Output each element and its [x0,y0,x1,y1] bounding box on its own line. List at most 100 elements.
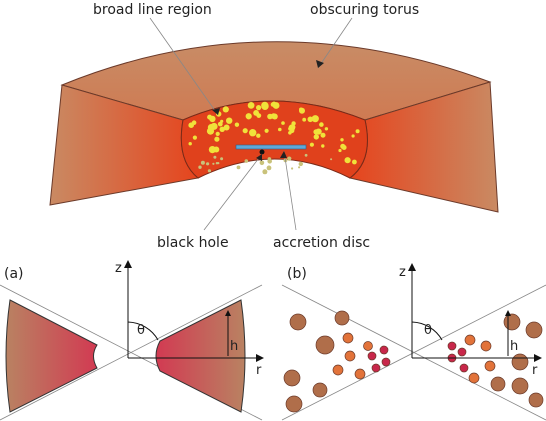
broad-line-cloud [192,135,197,140]
broad-line-cloud [338,148,342,153]
z-arrow-b [408,263,416,271]
broad-line-cloud [352,159,357,165]
clumpy-cloud [315,335,335,355]
broad-line-cloud [217,121,223,127]
leader-disc [283,150,297,231]
outflow-cloud [304,153,308,157]
h-arrowhead-b [505,310,511,316]
outflow-cloud [206,162,210,166]
clumpy-cloud [283,369,301,387]
leader-lines [149,17,353,231]
h-arrowhead-a [225,310,231,316]
clumpy-cloud [447,341,457,351]
label-theta-b: θ [424,323,432,338]
clumpy-cloud [468,372,480,384]
outflow-cloud [267,159,273,164]
panel-b-tag: (b) [287,266,307,282]
panel-a-tag: (a) [4,266,24,282]
outflow-cloud [262,169,268,175]
clumpy-cloud [332,364,344,376]
outflow-cloud [198,165,202,169]
leader-torus-arrowhead [316,60,324,68]
label-r-b: r [532,363,538,378]
broad-line-cloud [214,136,220,142]
broad-line-cloud [355,129,360,134]
outflow-cloud [215,162,219,165]
broad-line-cloud [256,105,262,111]
broad-line-region-body [180,100,368,179]
broad-line-cloud [307,116,314,123]
torus-wedge-left [5,299,98,413]
broad-line-cloud [226,117,233,124]
broad-line-cloud [256,113,262,118]
outflow-cloud [298,161,303,167]
theta-arc-a [127,321,159,341]
broad-line-cloud [247,102,255,109]
clumpy-cloud [379,345,389,355]
label-theta-a: θ [137,323,145,338]
clumpy-cloud [503,313,521,331]
broad-line-cloud [210,122,218,130]
clumpy-cloud [342,332,354,344]
broad-line-cloud [313,134,319,140]
torus-figure [49,41,499,213]
outflow-cloud [259,160,265,166]
label-broad-line-region: broad line region [93,2,212,18]
clumpy-cloud [528,392,544,408]
clumpy-cloud [457,347,467,357]
r-arrow-a [256,354,264,362]
outflow-cloud [298,166,301,169]
clumpy-cloud [289,313,307,331]
clumpy-cloud [381,357,391,367]
broad-line-cloud [246,115,251,120]
broad-line-cloud [278,127,282,132]
broad-line-cloud [281,121,285,125]
broad-line-cloud [242,128,248,134]
broad-line-cloud [209,115,216,123]
outflow-cloud [207,169,211,173]
outflow-cloud [330,158,333,161]
clumpy-cloud [525,321,543,339]
broad-line-cloud [215,131,220,136]
broad-line-cloud [270,113,277,119]
clumpy-cloud [354,368,366,380]
r-arrow-b [534,354,542,362]
black-hole-dot [259,149,265,155]
broad-line-cloud [319,122,324,127]
broad-line-cloud [344,157,351,164]
broad-line-cloud [309,142,314,147]
broad-line-cloud [188,122,194,128]
label-h-b: h [510,339,518,354]
broad-line-cloud [188,142,192,146]
leader-bh-arrowhead [256,154,262,161]
broad-line-cloud [340,138,344,142]
clumpy-cloud [480,340,492,352]
outflow-cloud [291,167,294,170]
z-arrow-a [124,260,132,268]
clumpy-cloud [511,353,529,371]
cone-line-a-2 [0,284,263,421]
clumpy-cloud [464,334,476,346]
outflow-cloud [200,160,205,165]
outflow-cloud [236,165,241,170]
broad-line-cloud [341,145,347,150]
outflow-cloud [244,159,249,163]
broad-line-cloud [208,146,216,154]
outflow-cloud [220,157,224,161]
leader-black-hole [203,153,263,231]
broad-line-clouds [188,101,360,165]
broad-line-cloud [223,124,230,131]
broad-line-cloud [219,126,225,132]
clumpy-cloud [484,360,496,372]
clumpy-cloud [490,376,506,392]
clumpy-cloud [511,377,529,395]
broad-line-cloud [302,117,307,122]
broad-line-cloud [249,129,257,137]
broad-line-cloud [222,106,229,113]
label-h-a: h [230,339,238,354]
clumpy-cloud [363,341,373,351]
clumpy-cloud [285,395,303,413]
broad-line-cloud [291,121,296,126]
outflow-cloud [213,155,217,159]
